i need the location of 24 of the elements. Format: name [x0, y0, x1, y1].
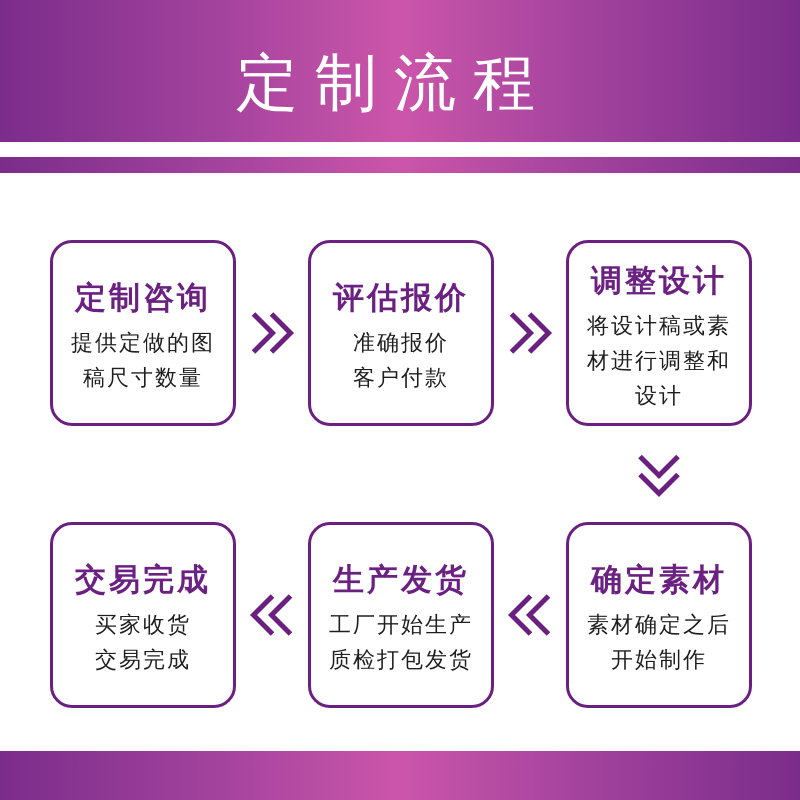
step-description: 工厂开始生产质检打包发货 — [328, 612, 474, 675]
process-box — [308, 240, 494, 426]
process-box — [50, 522, 236, 708]
step-description: 将设计稿或素材进行调整和设计 — [586, 312, 732, 410]
step-description: 准确报价客户付款 — [352, 330, 450, 393]
step-title: 定制咨询 — [75, 279, 211, 318]
chevron-arrow — [251, 312, 294, 354]
step-title: 生产发货 — [333, 561, 469, 600]
process-box — [308, 522, 494, 708]
chevron-arrow — [250, 594, 293, 636]
step-description: 素材确定之后开始制作 — [586, 612, 732, 675]
step-title: 评估报价 — [333, 279, 469, 318]
step-title: 调整设计 — [591, 262, 727, 300]
process-box — [566, 240, 752, 426]
chevron-arrow — [638, 454, 680, 498]
page-title: 定制流程 — [236, 45, 552, 121]
chevron-arrow — [508, 594, 551, 636]
step-title: 交易完成 — [75, 561, 211, 600]
step-description: 提供定做的图稿尺寸数量 — [70, 330, 216, 393]
process-box — [50, 240, 236, 426]
process-box — [566, 522, 752, 708]
chevron-arrow — [509, 312, 552, 354]
step-description: 买家收货交易完成 — [94, 612, 192, 675]
step-title: 确定素材 — [591, 561, 727, 600]
